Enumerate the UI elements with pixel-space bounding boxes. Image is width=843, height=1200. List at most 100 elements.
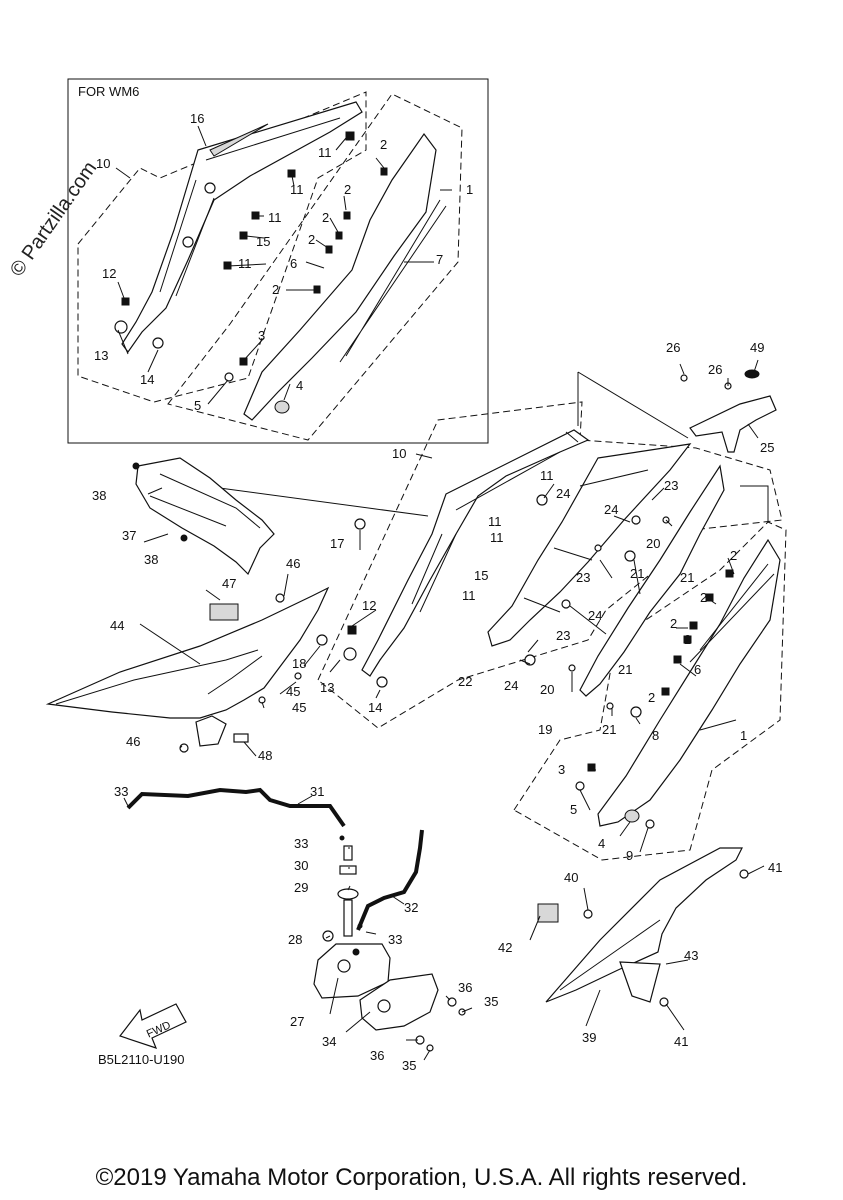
callout: 35 <box>402 1058 416 1073</box>
callout: 20 <box>646 536 660 551</box>
canister-34 <box>359 973 439 1031</box>
callout: 29 <box>294 880 308 895</box>
callout: 24 <box>604 502 618 517</box>
callout: 9 <box>626 848 633 863</box>
callout: 2 <box>730 548 737 563</box>
callout: 32 <box>404 900 418 915</box>
side-cover-main-edge <box>689 563 775 663</box>
copyright-footer: ©2019 Yamaha Motor Corporation, U.S.A. A… <box>95 1164 748 1191</box>
callout: 36 <box>370 1048 384 1063</box>
callout: 20 <box>540 682 554 697</box>
callout: 11 <box>488 514 502 529</box>
callout: 21 <box>602 722 616 737</box>
callout: 17 <box>330 536 344 551</box>
callout: 11 <box>462 588 476 603</box>
fitting-stack <box>322 845 359 942</box>
lower-cowl-tab <box>195 715 227 747</box>
callout: 38 <box>144 552 158 567</box>
lower-cowl-part <box>45 586 330 719</box>
callout: 1 <box>466 182 473 197</box>
callout: 23 <box>576 570 590 585</box>
callout: 45 <box>286 684 300 699</box>
callout: 47 <box>222 576 236 591</box>
tail-cowl-detail <box>149 473 261 529</box>
callout: 43 <box>684 948 698 963</box>
main-fasteners <box>132 369 760 1052</box>
callout: 13 <box>94 348 108 363</box>
callout: 2 <box>272 282 279 297</box>
callout: 33 <box>388 932 402 947</box>
callout: 10 <box>96 156 110 171</box>
callout: 21 <box>618 662 632 677</box>
callout: 21 <box>680 570 694 585</box>
callout: 7 <box>436 252 443 267</box>
callout: 28 <box>288 932 302 947</box>
seat-rail-detail <box>411 451 561 613</box>
callout: 11 <box>290 182 304 197</box>
inset-side-cover-edge <box>339 199 447 363</box>
panel-pad <box>537 903 559 923</box>
callout: 23 <box>664 478 678 493</box>
inset-frame <box>67 78 489 444</box>
callout: 21 <box>630 566 644 581</box>
fwd-arrow-icon: FWD <box>119 1003 187 1049</box>
callout: 2 <box>700 590 707 605</box>
callout: 27 <box>290 1014 304 1029</box>
callout: 11 <box>238 256 252 271</box>
callout: 3 <box>258 328 265 343</box>
callout: 46 <box>126 734 140 749</box>
callout: 49 <box>750 340 764 355</box>
callout: 4 <box>296 378 303 393</box>
callout: 39 <box>582 1030 596 1045</box>
callout: 5 <box>194 398 201 413</box>
callout: 10 <box>392 446 406 461</box>
inset-dashed-group-right <box>167 93 463 441</box>
callout: 42 <box>498 940 512 955</box>
inset-rail-stripe <box>209 123 269 157</box>
callout: 37 <box>122 528 136 543</box>
callout: 26 <box>666 340 680 355</box>
callout: 18 <box>292 656 306 671</box>
callout: 48 <box>258 748 272 763</box>
callout: 30 <box>294 858 308 873</box>
callout: 2 <box>380 137 387 152</box>
callout: 26 <box>708 362 722 377</box>
canister-27-port <box>337 959 351 973</box>
callout: 40 <box>564 870 578 885</box>
callout: 2 <box>648 690 655 705</box>
lower-cowl-detail <box>55 649 263 705</box>
callout: 11 <box>540 468 554 483</box>
callout: 2 <box>322 210 329 225</box>
inset-dashed-group-left <box>77 91 367 403</box>
callout: 11 <box>318 145 332 160</box>
callout: 41 <box>674 1034 688 1049</box>
callout: 11 <box>268 210 282 225</box>
callout: 2 <box>308 232 315 247</box>
callout: 24 <box>556 486 570 501</box>
callout: 33 <box>294 836 308 851</box>
callout: 22 <box>458 674 472 689</box>
callout: 15 <box>474 568 488 583</box>
callout: 6 <box>694 662 701 677</box>
callout: 2 <box>670 616 677 631</box>
side-cover-main-part <box>597 538 781 827</box>
drawing-code: B5L2110-U190 <box>98 1052 185 1067</box>
callout: 33 <box>114 784 128 799</box>
callout: 15 <box>256 234 270 249</box>
hose-31 <box>126 787 346 828</box>
callout: 5 <box>570 802 577 817</box>
callout: 14 <box>140 372 154 387</box>
callout: 24 <box>588 608 602 623</box>
callout: 36 <box>458 980 472 995</box>
lower-side-panel-edge <box>559 919 661 991</box>
inset-label: FOR WM6 <box>78 84 140 99</box>
grab-bracket-part <box>689 395 777 453</box>
callout: 46 <box>286 556 300 571</box>
callout: 24 <box>504 678 518 693</box>
inner-panel-part <box>579 464 725 697</box>
callout: 16 <box>190 111 204 126</box>
callout: 12 <box>102 266 116 281</box>
inset-rail-inner <box>159 117 341 297</box>
inset-leaders <box>115 125 452 405</box>
